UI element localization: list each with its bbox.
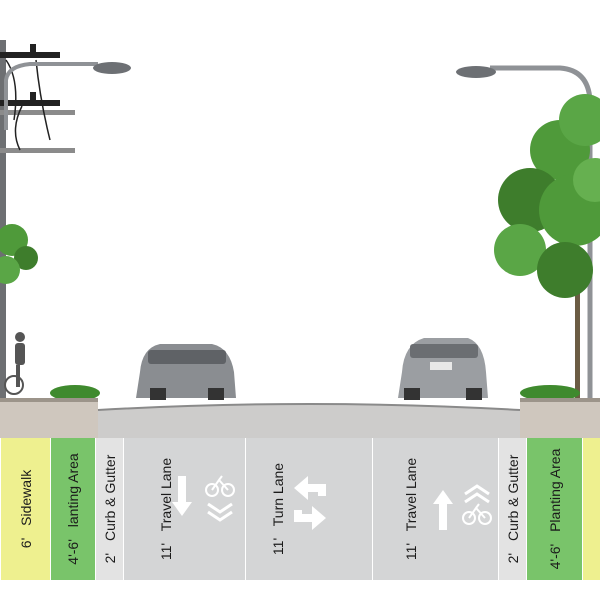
shrub-right (520, 385, 580, 401)
shrub-left (50, 385, 100, 401)
car-left (136, 344, 236, 400)
cyclist-figure (4, 332, 25, 395)
turn-right-arrow-icon (294, 506, 326, 530)
lane-icons-right (433, 484, 492, 530)
up-arrow-icon (433, 490, 453, 530)
bicycle-icon (462, 503, 492, 525)
turn-lane-band: 11' Turn Lane (245, 438, 372, 580)
band-label: Planting Area (546, 448, 563, 532)
bicycle-icon (205, 475, 235, 497)
planting-band-right: 4'-6' Planting Area (526, 438, 582, 580)
car-right (398, 338, 488, 400)
chevron-down-icon (207, 502, 233, 522)
curb-band-left: 2' Curb & Gutter (95, 438, 123, 580)
planting-band-left: 4'-6' lanting Area (50, 438, 95, 580)
turn-arrows (294, 476, 326, 530)
tree-left (0, 224, 38, 284)
down-arrow-icon (172, 476, 192, 516)
band-label: Curb & Gutter (504, 454, 521, 542)
band-dimension: 4'-6' (65, 539, 81, 565)
band-label: Curb & Gutter (101, 454, 118, 542)
band-dimension: 4'-6' (546, 543, 563, 570)
band-label: Sidewalk (17, 469, 34, 526)
lane-icons-left (172, 475, 235, 522)
turn-left-arrow-icon (294, 476, 326, 500)
band-dimension: 6' (17, 537, 34, 549)
band-label: lanting Area (65, 453, 81, 528)
travel-lane-band-right: 11' Travel Lane (372, 438, 498, 580)
band-dimension: 2' (101, 552, 118, 564)
street-light-left (4, 62, 131, 130)
chevron-up-icon (464, 484, 490, 504)
sidewalk-band-left: 6' Sidewalk (0, 438, 50, 580)
travel-lane-band-left: 11' Travel Lane (123, 438, 245, 580)
tree-right (494, 94, 600, 400)
street-section-ground (0, 398, 600, 438)
utility-pole-left (0, 40, 75, 400)
curb-band-right: 2' Curb & Gutter (498, 438, 526, 580)
band-dimension: 2' (504, 552, 521, 564)
sidewalk-band-right (582, 438, 600, 580)
